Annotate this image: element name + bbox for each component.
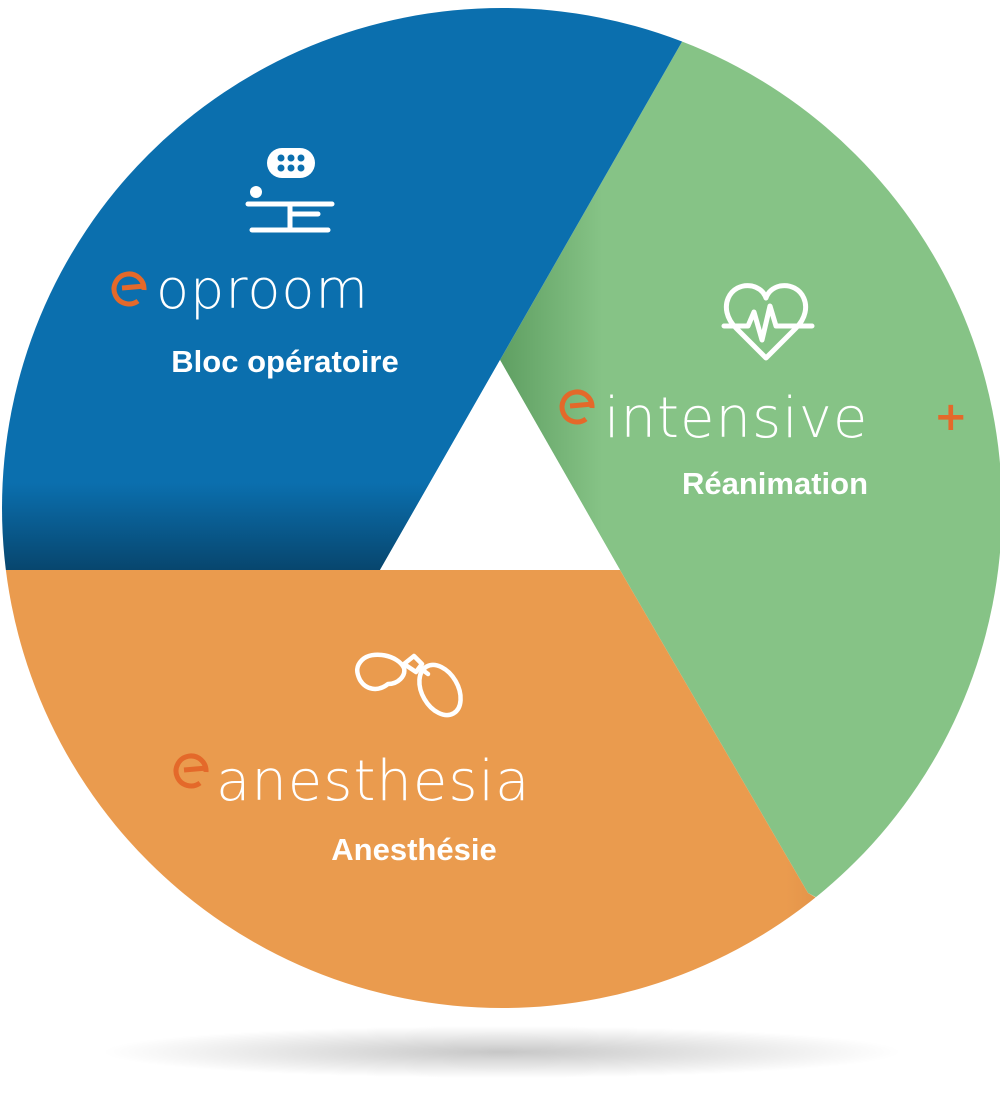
brand-e-logo-icon: [559, 389, 595, 425]
oproom-brand-text: oproom: [156, 258, 369, 321]
intensive-brand: intensive +: [559, 386, 968, 451]
anesthesia-label: Anesthésie: [331, 832, 496, 867]
floor-shadow: [102, 1026, 902, 1078]
center-triangle: [380, 360, 620, 570]
anesthesia-brand: anesthesia: [173, 749, 530, 814]
segment-intensive[interactable]: [500, 0, 1000, 1000]
intensive-label: Réanimation: [682, 466, 868, 501]
brand-e-logo-icon: [111, 271, 147, 307]
heartbeat-icon: [721, 283, 815, 361]
oproom-brand: oproom: [111, 258, 369, 321]
plus-icon: +: [934, 394, 968, 440]
segment-anesthesia[interactable]: [0, 570, 1000, 1010]
oproom-label: Bloc opératoire: [171, 344, 398, 379]
brand-e-logo-icon: [173, 753, 209, 789]
intensive-brand-text: intensive: [604, 386, 868, 451]
anesthesia-brand-text: anesthesia: [216, 749, 530, 814]
operating-table-icon: [245, 148, 335, 233]
resuscitator-bag-icon: [355, 652, 463, 718]
